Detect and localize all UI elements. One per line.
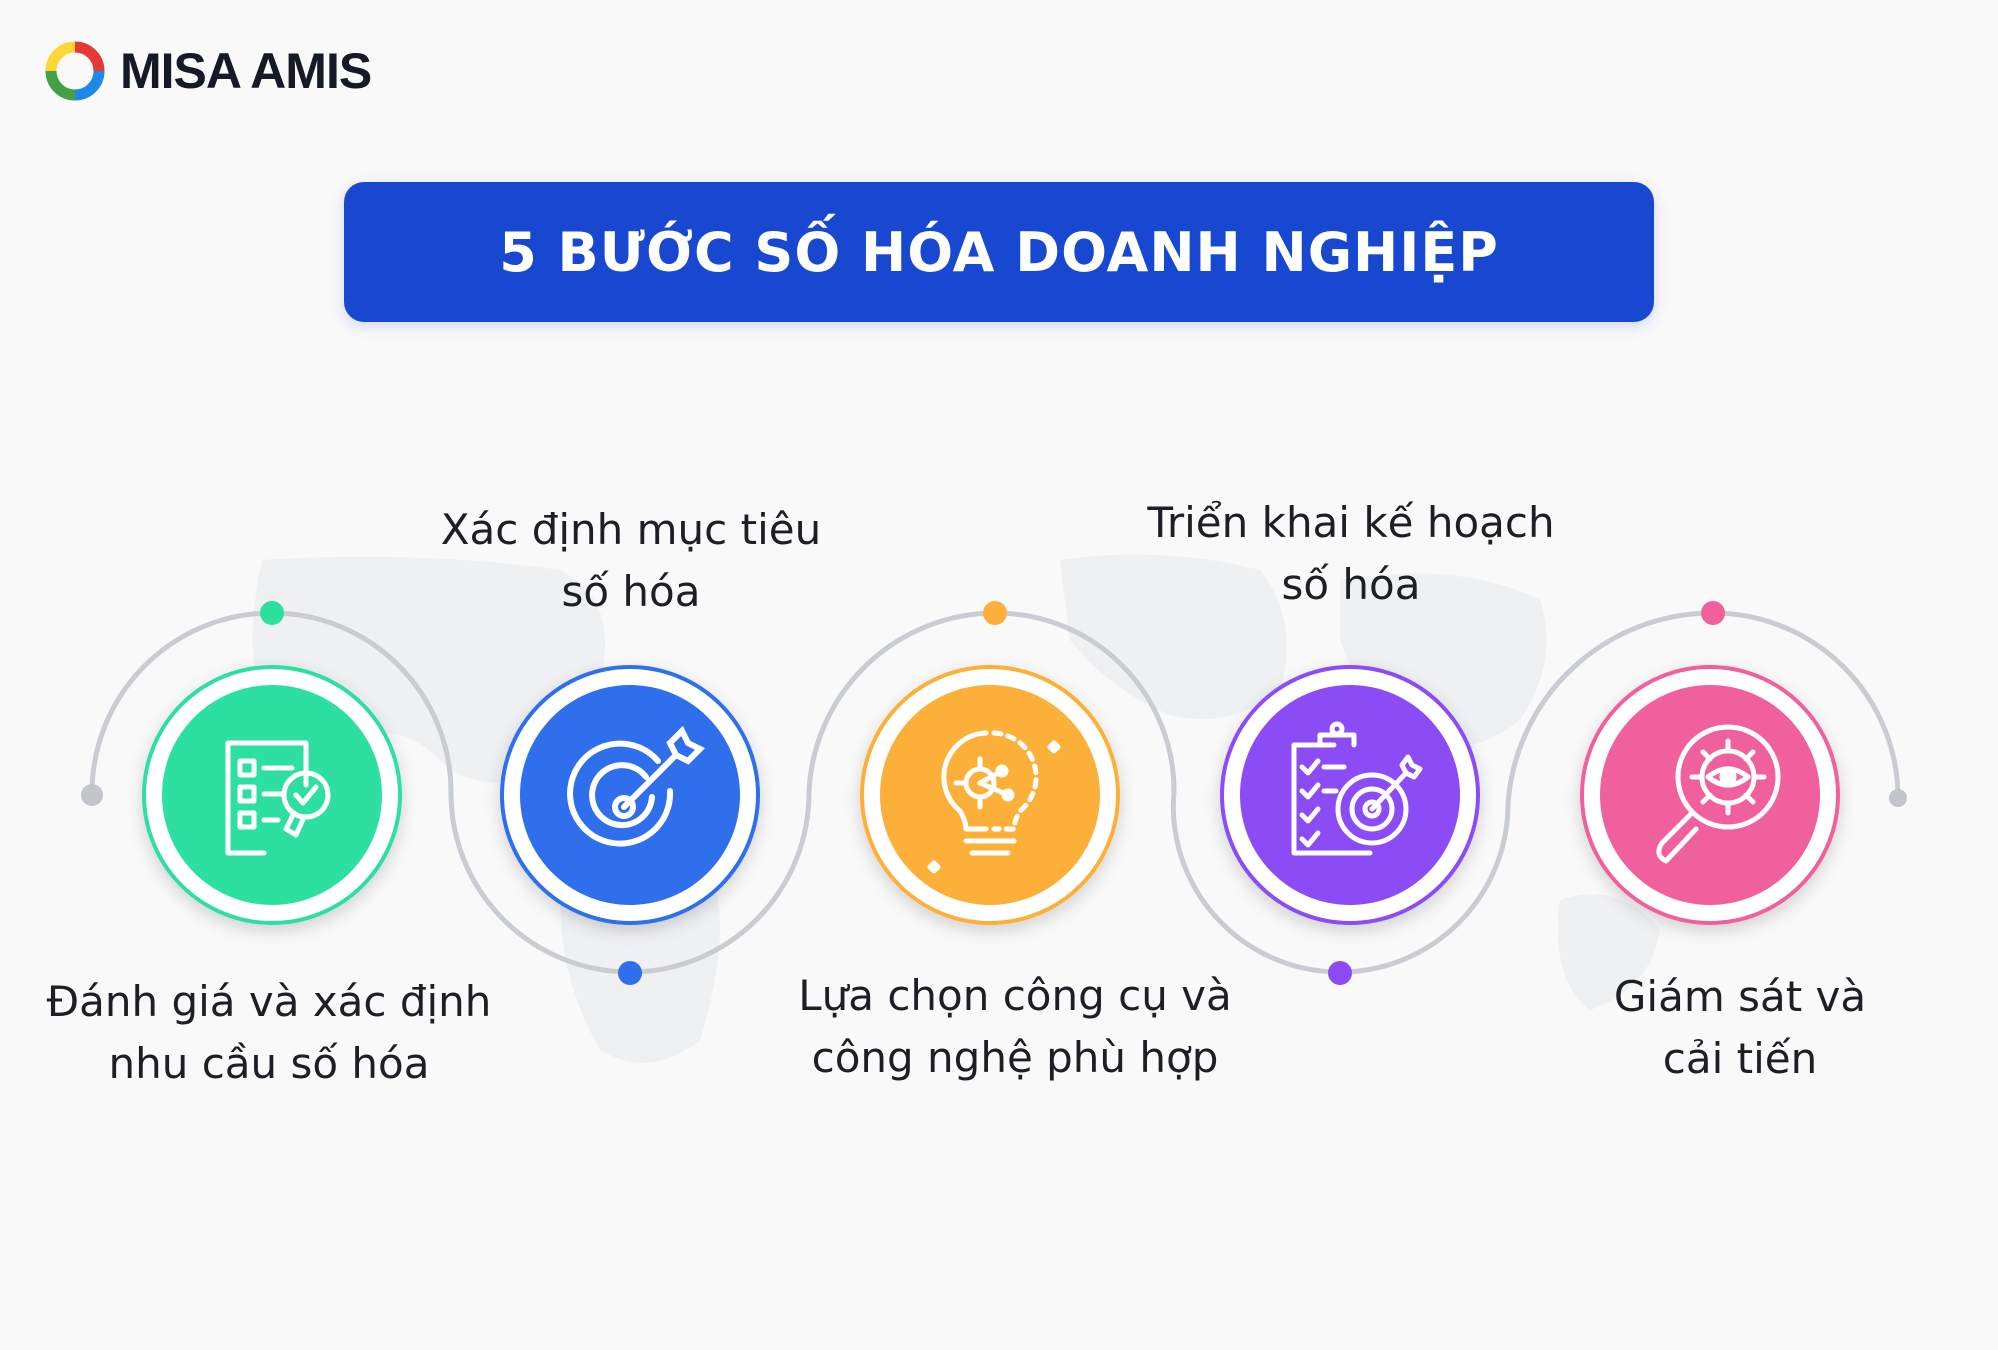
step-5-label-line-2: cải tiến (1662, 1034, 1818, 1083)
misa-logo-icon (45, 41, 105, 101)
step-4-label: Triển khai kế hoạch số hóa (1116, 492, 1586, 616)
step-4-label-line-2: số hóa (1281, 560, 1421, 609)
step-4-label-line-1: Triển khai kế hoạch (1147, 498, 1555, 547)
title-banner: 5 BƯỚC SỐ HÓA DOANH NGHIỆP (344, 182, 1654, 322)
logo-segment (45, 70, 76, 101)
connector-end-dot (1889, 789, 1907, 807)
step-2-node (500, 665, 760, 985)
brand-logo: MISA AMIS (44, 40, 372, 102)
step-4-disc (1240, 685, 1460, 905)
step-1-label-line-1: Đánh giá và xác định (46, 977, 492, 1026)
step-3-label-line-1: Lựa chọn công cụ và (798, 971, 1232, 1020)
clipboard-target-icon (1291, 721, 1423, 856)
logo-segment (74, 41, 105, 72)
step-2-label: Xác định mục tiêu số hóa (396, 499, 866, 623)
step-3-node (860, 601, 1120, 925)
step-1-label-line-2: nhu cầu số hóa (108, 1039, 430, 1088)
step-1-label: Đánh giá và xác định nhu cầu số hóa (34, 971, 504, 1095)
step-3-label-line-2: công nghệ phù hợp (811, 1033, 1219, 1082)
step-5-label-line-1: Giám sát và (1613, 972, 1867, 1021)
logo-segment (74, 70, 105, 101)
step-2-marker-dot (618, 961, 642, 985)
brand-name: MISA AMIS (120, 43, 372, 99)
checklist-magnifier-icon (225, 740, 331, 856)
world-map-background (252, 554, 1660, 1063)
connector-start-dot (81, 784, 103, 806)
step-3-marker-dot (983, 601, 1007, 625)
step-4-marker-dot (1328, 961, 1352, 985)
step-2-label-line-1: Xác định mục tiêu (440, 505, 822, 554)
target-arrow-icon (567, 725, 706, 847)
step-5-marker-dot (1701, 601, 1725, 625)
logo-segment (45, 41, 76, 72)
step-2-label-line-2: số hóa (561, 567, 701, 616)
step-3-label: Lựa chọn công cụ và công nghệ phù hợp (780, 965, 1250, 1089)
lightbulb-gear-icon (927, 730, 1061, 874)
step-1-node (142, 601, 402, 925)
step-5-label: Giám sát và cải tiến (1505, 966, 1975, 1090)
step-4-node (1220, 665, 1480, 985)
step-5-node (1580, 601, 1840, 925)
magnifier-gear-eye-icon (1656, 724, 1781, 864)
step-1-marker-dot (260, 601, 284, 625)
page-title: 5 BƯỚC SỐ HÓA DOANH NGHIỆP (499, 220, 1499, 284)
step-2-disc (520, 685, 740, 905)
